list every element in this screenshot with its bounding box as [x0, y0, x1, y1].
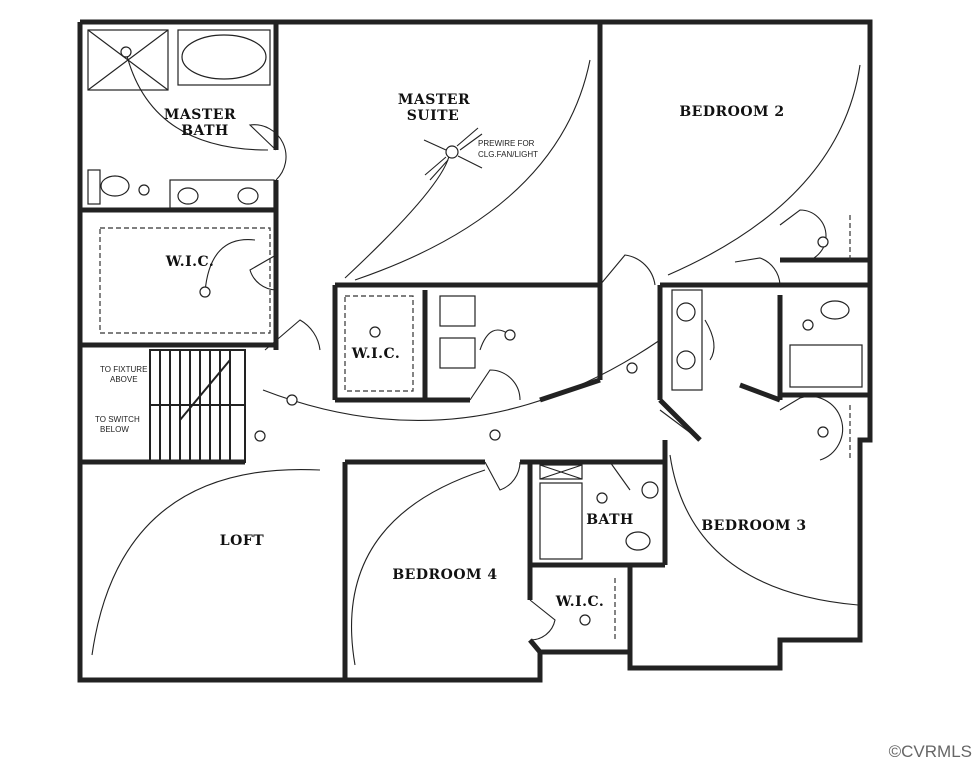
ceiling-fan-icon — [423, 127, 483, 181]
door-swings — [248, 124, 844, 641]
switch-note-2: BELOW — [100, 425, 129, 434]
bedroom-4-label: BEDROOM 4 — [392, 567, 497, 583]
bath-label: BATH — [586, 512, 634, 528]
prewire-note-2: CLG.FAN/LIGHT — [478, 150, 538, 159]
staircase — [149, 349, 246, 463]
plan-notes: PREWIRE FOR CLG.FAN/LIGHT TO FIXTURE ABO… — [95, 139, 538, 434]
loft-label: LOFT — [220, 533, 264, 549]
bath-fixtures — [87, 29, 863, 560]
master-suite-label-2: SUITE — [407, 108, 459, 124]
room-labels: MASTER BATH MASTER SUITE BEDROOM 2 W.I.C… — [164, 92, 806, 610]
master-suite-label-1: MASTER — [398, 92, 470, 108]
electrical-wiring — [91, 51, 861, 666]
master-bath-label-1: MASTER — [164, 107, 236, 123]
fixture-note-1: TO FIXTURE — [100, 365, 147, 374]
exterior-walls — [77, 19, 873, 683]
switch-note-1: TO SWITCH — [95, 415, 140, 424]
small-wic-label: W.I.C. — [555, 594, 605, 610]
fixture-note-2: ABOVE — [110, 375, 138, 384]
prewire-note-1: PREWIRE FOR — [478, 139, 535, 148]
bedroom-3-label: BEDROOM 3 — [701, 518, 806, 534]
closet-shelves — [99, 215, 851, 640]
center-wic-label: W.I.C. — [351, 346, 401, 362]
master-bath-label-2: BATH — [181, 123, 229, 139]
master-wic-label: W.I.C. — [165, 254, 215, 270]
light-fixtures — [120, 46, 829, 626]
copyright-watermark: ©CVRMLS — [888, 742, 972, 761]
bedroom-2-label: BEDROOM 2 — [679, 104, 784, 120]
